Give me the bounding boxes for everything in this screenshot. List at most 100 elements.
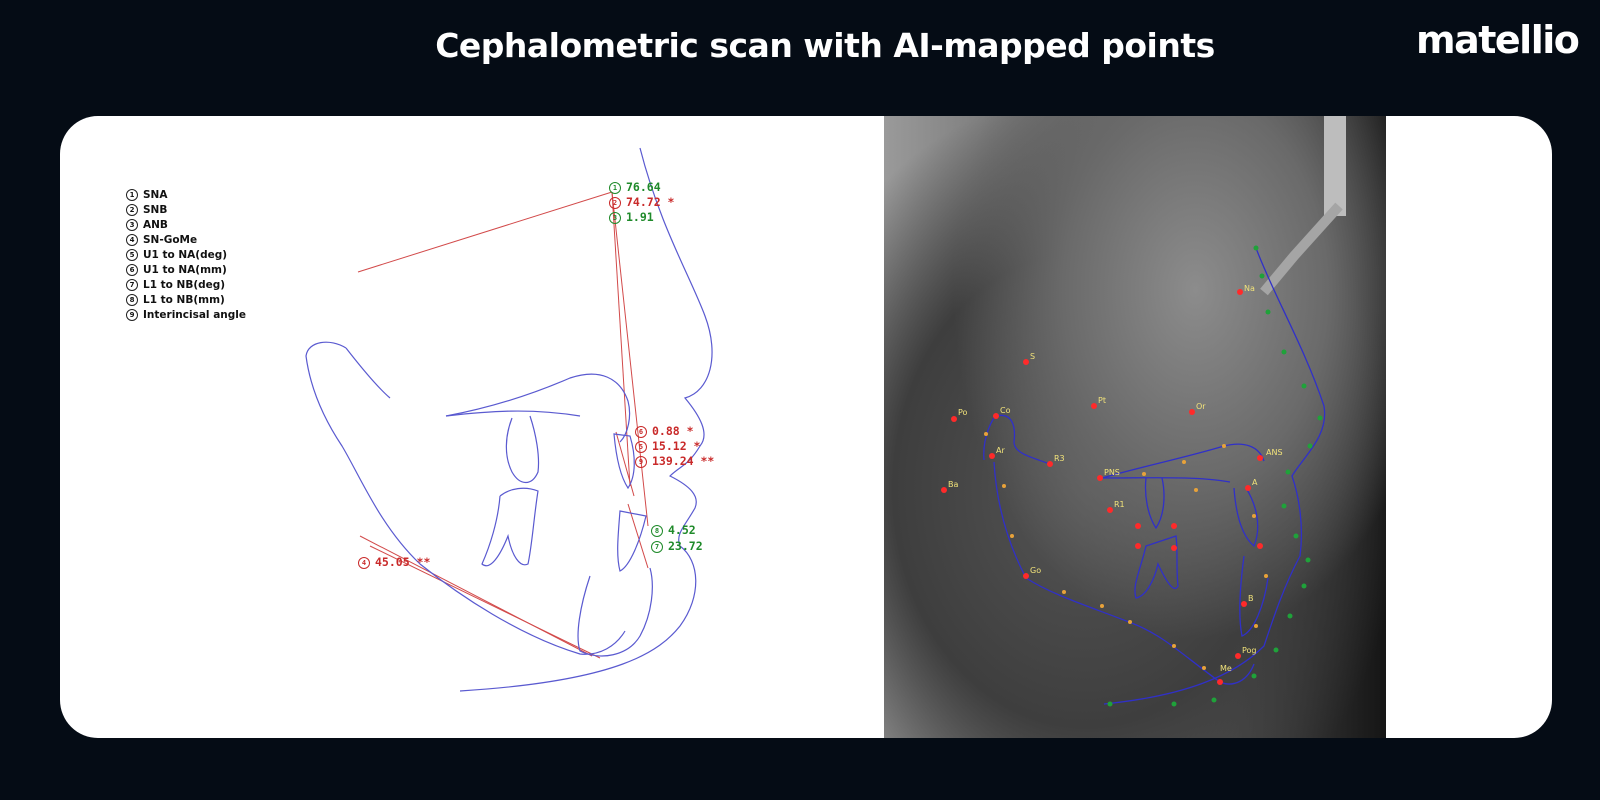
occlusal-ai-line (1101, 477, 1231, 483)
measurement-value: 76.64 (626, 180, 661, 194)
landmark-label: PNS (1104, 468, 1120, 477)
landmark-point (1257, 455, 1263, 461)
lower-molar (481, 487, 539, 567)
l1-axis (627, 503, 649, 569)
landmark-label: Pog (1242, 646, 1257, 655)
legend-number: 4 (126, 234, 138, 246)
legend-item: 8 L1 to NB(mm) (126, 293, 246, 308)
landmark-point (951, 416, 957, 422)
measurement-number: 7 (651, 540, 663, 553)
legend-label: ANB (143, 219, 168, 231)
landmark-label: Ba (948, 480, 959, 489)
lower-incisor-ai (1239, 555, 1269, 637)
legend-number: 9 (126, 309, 138, 321)
landmark-point (1023, 573, 1029, 579)
upper-molar (505, 415, 540, 484)
upper-incisor-ai (1233, 487, 1259, 548)
ai-tracing (983, 247, 1326, 705)
nb-line (611, 191, 649, 527)
gome-line (369, 545, 601, 659)
legend-label: SNA (143, 189, 168, 201)
upper-incisor (613, 433, 635, 490)
landmark-point (1245, 485, 1251, 491)
landmark-point (1107, 507, 1113, 513)
landmark-label: Me (1220, 664, 1232, 673)
legend-number: 8 (126, 294, 138, 306)
legend-item: 3 ANB (126, 218, 246, 233)
landmark-label: ANS (1266, 448, 1283, 457)
legend-label: L1 to NB(mm) (143, 294, 225, 306)
measurement-number: 2 (609, 196, 621, 209)
measurement-value: 1.91 (626, 210, 654, 224)
landmark-point (1189, 409, 1195, 415)
landmark-point (1257, 543, 1263, 549)
condyle-outline (983, 414, 1051, 465)
legend-label: U1 to NA(deg) (143, 249, 228, 261)
legend-item: 5 U1 to NA(deg) (126, 248, 246, 263)
upper-molar-ai (1144, 477, 1165, 530)
lower-molar-ai (1134, 535, 1179, 599)
na-line (611, 191, 631, 487)
landmark-label: R1 (1114, 500, 1125, 509)
legend-number: 6 (126, 264, 138, 276)
legend-number: 7 (126, 279, 138, 291)
measurement-value: 0.88 * (652, 424, 694, 438)
landmark-point (1171, 523, 1177, 529)
u1-axis (615, 431, 635, 497)
legend-number: 3 (126, 219, 138, 231)
soft-tissue-profile (459, 147, 713, 692)
measurement-number: 5 (635, 440, 647, 453)
measurement-value: 4.52 (668, 523, 696, 537)
mandible-outline (305, 341, 626, 655)
page-title: Cephalometric scan with AI-mapped points (435, 26, 1215, 65)
landmark-dots (941, 289, 1263, 685)
landmark-point (1135, 543, 1141, 549)
palatal-plane (445, 410, 581, 417)
measurement-number: 9 (635, 455, 647, 468)
tracing-outline (305, 147, 713, 692)
measurement-value: 139.24 ** (652, 454, 715, 468)
landmark-label: Go (1030, 566, 1042, 575)
legend-label: Interincisal angle (143, 309, 246, 321)
soft-tissue-ai (1103, 247, 1326, 705)
ramus-notch (345, 347, 391, 399)
landmark-point (1235, 653, 1241, 659)
mandibular-plane (359, 535, 593, 657)
xray-image: Na S Po Co Pt Or Ar R3 ANS PNS A Ba R1 G… (884, 116, 1386, 738)
landmark-label: R3 (1054, 454, 1065, 463)
lower-incisor (617, 510, 647, 572)
ai-green-points (1107, 245, 1323, 707)
measurement-number: 6 (635, 425, 647, 438)
landmark-label: Po (958, 408, 968, 417)
landmark-point (1097, 475, 1103, 481)
xray-overlay (941, 116, 1346, 707)
landmark-point (1023, 359, 1029, 365)
landmark-point (989, 453, 995, 459)
landmark-point (1171, 545, 1177, 551)
landmark-label: Pt (1098, 396, 1106, 405)
legend-label: L1 to NB(deg) (143, 279, 226, 291)
landmark-label: Ar (996, 446, 1005, 455)
legend-number: 2 (126, 204, 138, 216)
ceph-tracing (305, 147, 713, 692)
measurement-value: 15.12 * (652, 439, 701, 453)
maxilla-outline (445, 373, 631, 443)
measurement-number: 1 (609, 181, 621, 194)
nasal-positioner (1260, 202, 1343, 296)
landmark-label: Co (1000, 406, 1011, 415)
legend-label: U1 to NA(mm) (143, 264, 227, 276)
landmark-point (1135, 523, 1141, 529)
measurement-number: 3 (609, 211, 621, 224)
legend-item: 6 U1 to NA(mm) (126, 263, 246, 278)
palatal-ai-line (1101, 443, 1265, 479)
ai-orange-points (984, 432, 1268, 670)
measurement-value: 45.05 ** (375, 555, 431, 569)
landmark-point (1217, 679, 1223, 685)
measurement-interincisal-angle: 9 139.24 ** (635, 454, 714, 468)
sn-line (357, 191, 613, 273)
legend-number: 5 (126, 249, 138, 261)
